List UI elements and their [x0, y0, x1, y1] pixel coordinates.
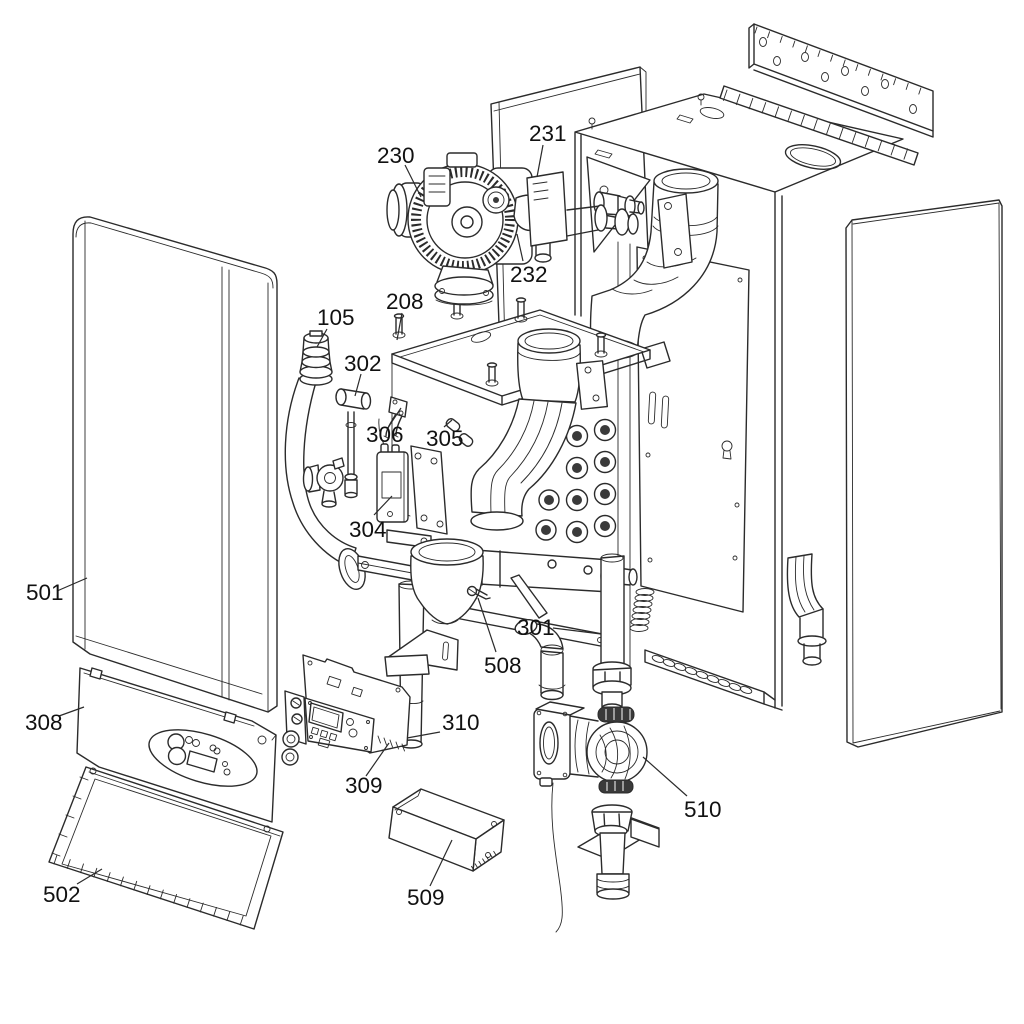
- part-label-310: 310: [442, 710, 480, 735]
- rail-oval-holes: [651, 655, 753, 694]
- leader-302: [354, 373, 362, 397]
- part-label-306: 306: [366, 422, 404, 447]
- display-pcb: [281, 690, 375, 766]
- pump-ribbed-cap: [597, 706, 635, 723]
- electrode: [383, 396, 408, 439]
- elbow-pipe: [514, 618, 566, 701]
- part-label-301: 301: [517, 615, 555, 640]
- cover-bracket: [388, 788, 505, 872]
- condensate-sump: [410, 538, 484, 625]
- pump-outlet-pipe: [596, 832, 630, 900]
- leader-509: [429, 839, 453, 887]
- part-label-501: 501: [26, 580, 64, 605]
- part-label-302: 302: [344, 351, 382, 376]
- union-nut: [591, 804, 633, 838]
- part-label-510: 510: [684, 797, 722, 822]
- leader-508: [477, 597, 497, 653]
- part-label-232: 232: [510, 262, 548, 287]
- part-label-502: 502: [43, 882, 81, 907]
- leader-208: [396, 312, 403, 341]
- pump: [533, 701, 660, 933]
- right-side-pipe: [786, 553, 827, 666]
- flue-s-pipe: [470, 398, 577, 531]
- panel-display: [186, 750, 218, 773]
- part-label-208: 208: [386, 289, 424, 314]
- leader-105: [316, 328, 328, 348]
- left-side-panel: [72, 216, 278, 713]
- screw-508: [466, 585, 491, 600]
- leader-306: [388, 407, 402, 427]
- leader-232: [516, 233, 524, 262]
- leader-510: [642, 756, 688, 797]
- leader-304: [373, 495, 393, 516]
- sump-bracket: [384, 629, 459, 677]
- part-label-304: 304: [349, 517, 387, 542]
- part-label-308: 308: [25, 710, 63, 735]
- panel-button: [167, 746, 187, 766]
- part-labels: 105 208 230 231 232 301 302 304 305 306 …: [25, 121, 722, 910]
- control-panel-fascia: [76, 667, 277, 823]
- long-pipe: [592, 553, 632, 713]
- dip-tube: [344, 411, 358, 499]
- right-side-panel: [845, 199, 1003, 748]
- part-label-105: 105: [317, 305, 355, 330]
- leader-301: [552, 627, 602, 635]
- capillary-wire: [551, 782, 563, 933]
- leader-309: [365, 742, 390, 777]
- leader-502: [76, 868, 103, 885]
- part-label-231: 231: [529, 121, 567, 146]
- wall-bracket: [748, 23, 934, 138]
- hydraulic-manifold: [439, 548, 638, 713]
- diagonal-strap: [510, 574, 548, 619]
- part-label-230: 230: [377, 143, 415, 168]
- part-label-509: 509: [407, 885, 445, 910]
- boiler-chassis: [535, 85, 919, 711]
- pipe-elbow-302: [335, 388, 372, 410]
- leader-230: [404, 164, 422, 198]
- flue-elbow: [589, 168, 719, 369]
- gas-valve-assembly: [482, 171, 639, 263]
- leader-501: [56, 577, 88, 592]
- gas-tap: [302, 457, 345, 508]
- ignition-transformer: [376, 418, 448, 535]
- leader-231: [536, 144, 544, 178]
- studs: [392, 294, 608, 387]
- part-label-309: 309: [345, 773, 383, 798]
- leader-lines: [56, 144, 688, 887]
- spring: [629, 588, 655, 632]
- cap-fitting: [299, 330, 333, 379]
- hx-flue-collar: [517, 328, 609, 410]
- flue-clamp-strap: [657, 193, 693, 269]
- leader-310: [406, 731, 441, 739]
- control-knobs: [281, 730, 300, 766]
- leader-308: [58, 706, 85, 717]
- part-label-305: 305: [426, 426, 464, 451]
- igniter-bracket: [410, 445, 448, 535]
- leader-305: [443, 419, 453, 428]
- display-window: [308, 702, 344, 733]
- fan-ribbed-band: [411, 167, 515, 271]
- part-label-508: 508: [484, 653, 522, 678]
